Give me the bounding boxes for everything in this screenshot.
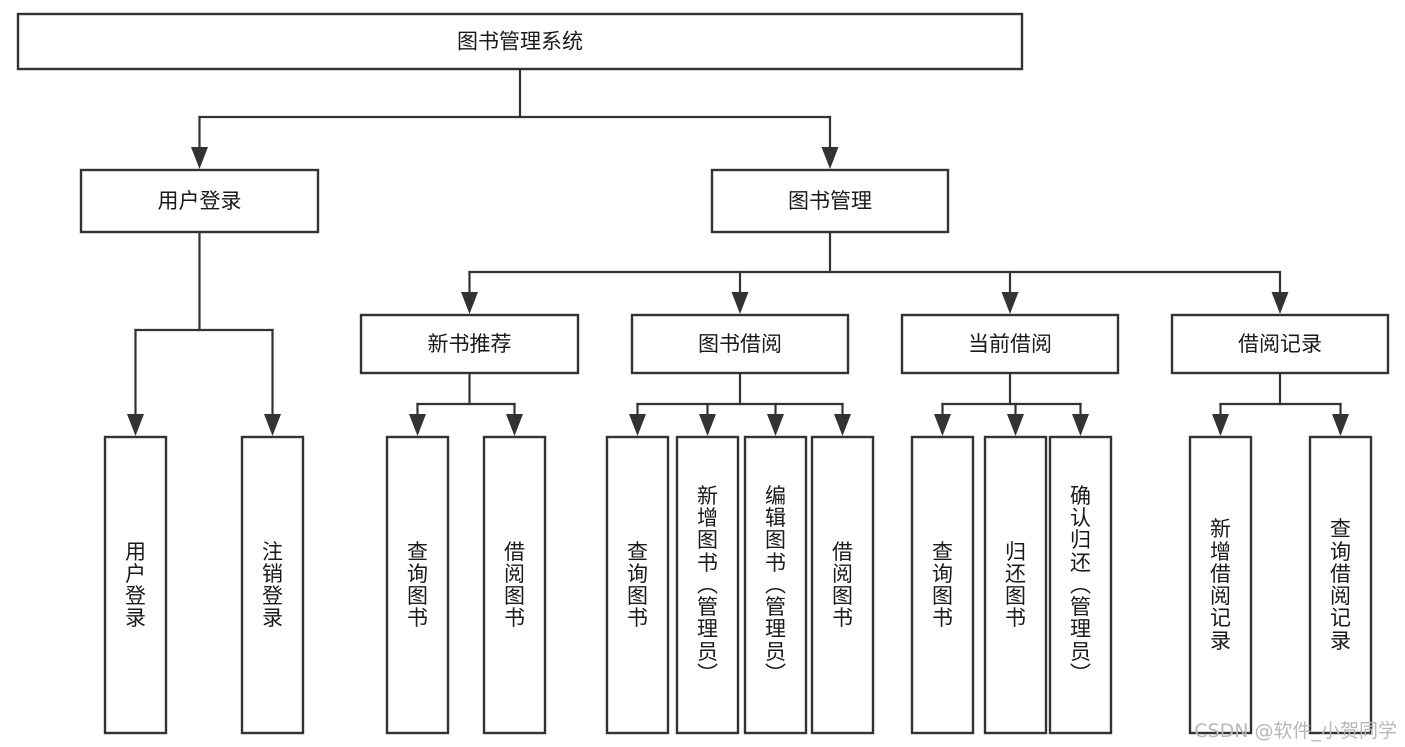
arrow-head-leaf-confirm-return xyxy=(1072,414,1089,436)
arrow-head-book-borrow xyxy=(731,292,749,314)
edges-layer xyxy=(127,67,1349,436)
node-box-new-book-rec[interactable] xyxy=(359,313,580,375)
node-box-leaf-add-book[interactable] xyxy=(675,435,740,735)
arrow-head-user-login xyxy=(191,147,208,169)
arrow-head-leaf-edit-book xyxy=(767,414,784,436)
node-box-borrow-record[interactable] xyxy=(1170,313,1390,375)
arrow-head-leaf-return-book xyxy=(1007,414,1024,436)
arrow-head-book-manage xyxy=(821,147,839,169)
node-box-leaf-user-login[interactable] xyxy=(103,435,168,735)
arrow-head-borrow-record xyxy=(1271,292,1289,314)
node-box-user-login[interactable] xyxy=(79,168,320,234)
node-box-leaf-edit-book[interactable] xyxy=(743,435,808,735)
watermark-text: CSDN @软件_小贺同学 xyxy=(1194,720,1397,742)
node-box-leaf-borrow-book-1[interactable] xyxy=(482,435,547,735)
arrow-head-leaf-user-login xyxy=(127,414,144,436)
arrow-head-leaf-logout xyxy=(264,414,281,436)
node-box-root[interactable] xyxy=(16,12,1024,71)
node-label-book-borrow: 图书借阅 xyxy=(698,332,782,356)
node-box-leaf-logout[interactable] xyxy=(240,435,305,735)
node-box-leaf-confirm-return[interactable] xyxy=(1048,435,1113,735)
node-box-current-borrow[interactable] xyxy=(900,313,1120,375)
node-label-book-manage: 图书管理 xyxy=(788,189,872,213)
arrow-head-leaf-borrow-book-2 xyxy=(834,414,851,436)
arrow-head-leaf-borrow-book-1 xyxy=(506,414,523,436)
node-label-root: 图书管理系统 xyxy=(457,30,583,54)
arrow-head-leaf-query-book-1 xyxy=(409,414,426,436)
node-box-leaf-query-book-2[interactable] xyxy=(605,435,670,735)
node-label-borrow-record: 借阅记录 xyxy=(1238,332,1322,356)
arrow-head-leaf-add-record xyxy=(1212,414,1229,436)
node-label-user-login: 用户登录 xyxy=(158,189,242,213)
node-box-leaf-query-book-3[interactable] xyxy=(910,435,975,735)
arrow-head-leaf-query-book-2 xyxy=(629,414,646,436)
node-box-book-manage[interactable] xyxy=(710,168,950,234)
arrow-head-new-book-rec xyxy=(461,292,478,314)
node-box-leaf-add-record[interactable] xyxy=(1188,435,1253,735)
node-box-leaf-query-book-1[interactable] xyxy=(385,435,450,735)
node-label-current-borrow: 当前借阅 xyxy=(968,332,1052,356)
node-box-leaf-return-book[interactable] xyxy=(983,435,1048,735)
node-box-leaf-borrow-book-2[interactable] xyxy=(810,435,875,735)
arrow-head-current-borrow xyxy=(1001,292,1019,314)
arrow-head-leaf-query-book-3 xyxy=(934,414,951,436)
arrow-head-leaf-add-book xyxy=(699,414,716,436)
boxes-layer xyxy=(16,12,1390,735)
node-box-book-borrow[interactable] xyxy=(630,313,850,375)
arrow-head-leaf-query-record xyxy=(1332,414,1349,436)
node-label-new-book-rec: 新书推荐 xyxy=(428,332,512,356)
node-box-leaf-query-record[interactable] xyxy=(1308,435,1373,735)
